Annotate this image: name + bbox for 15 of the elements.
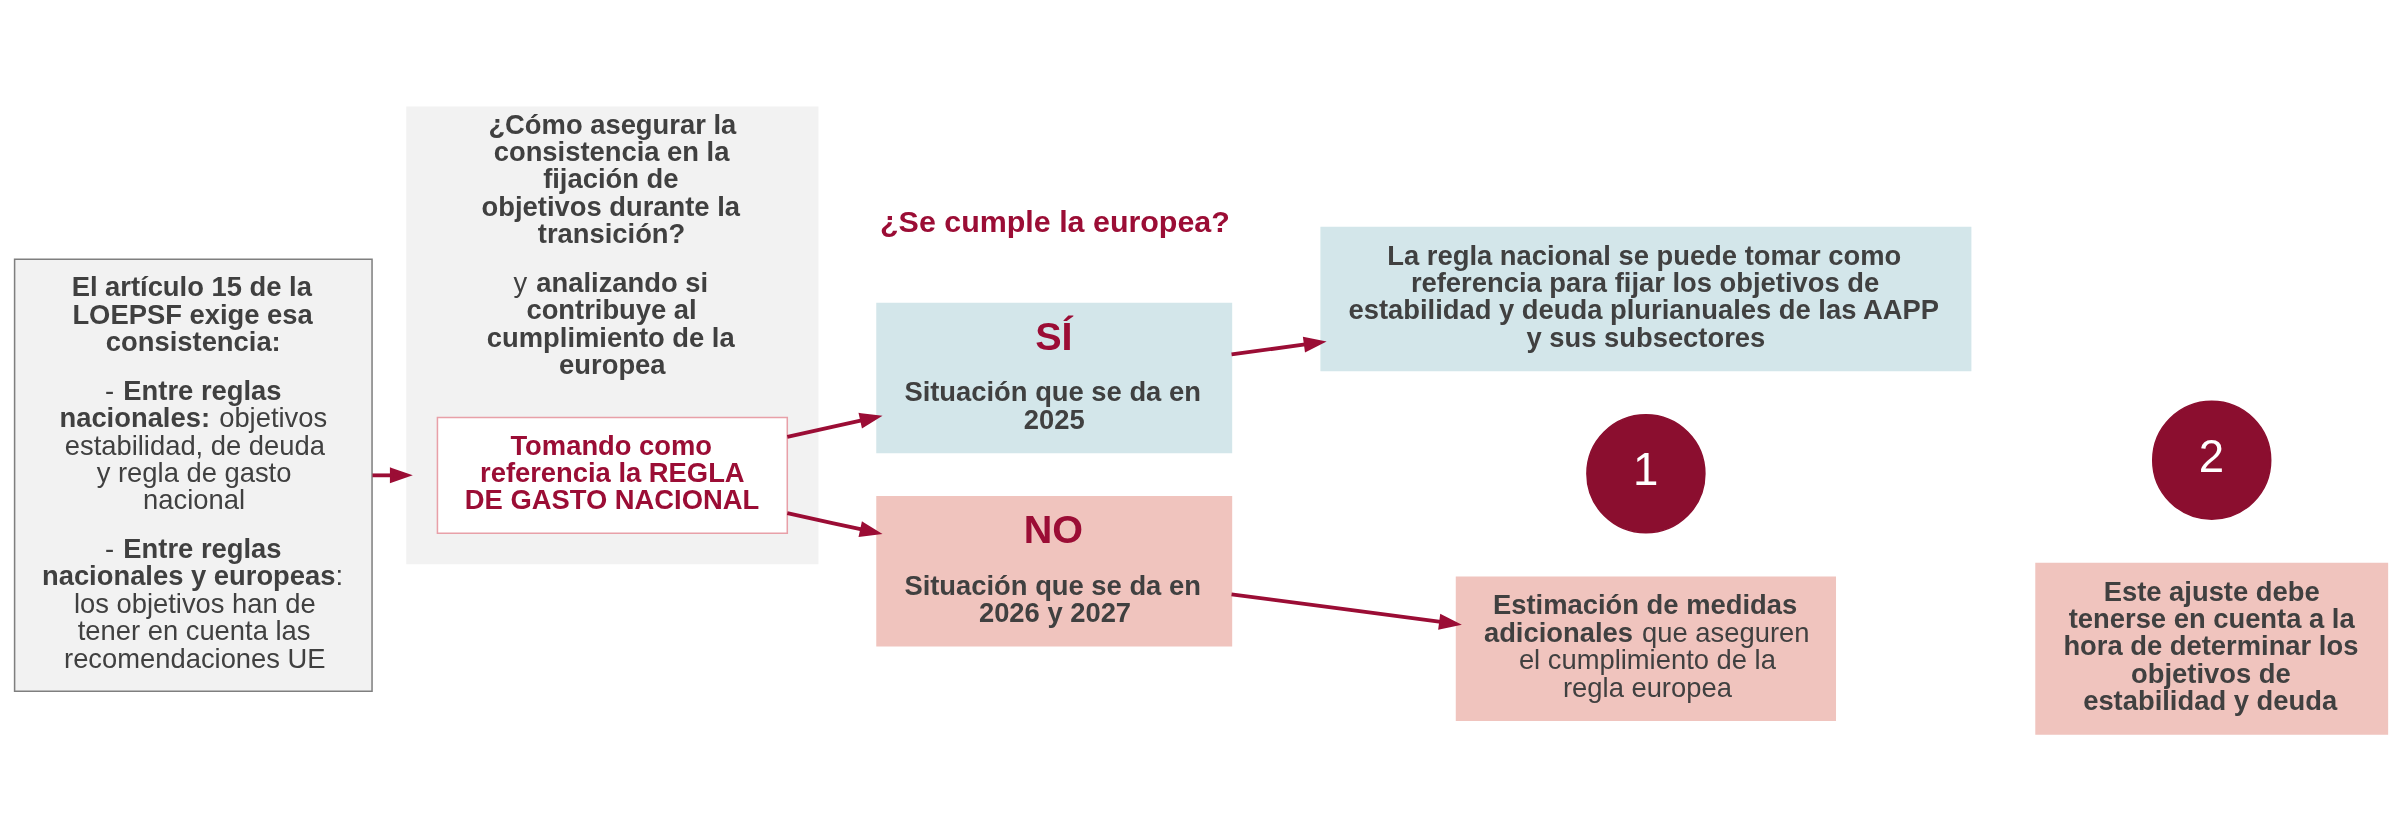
node-circle: 1 xyxy=(1586,413,1706,534)
node-box: La regla nacional se puede tomar como referencia para fijar los objetivos de estabilidad y deuda plurianuales de las AAPP y sus subsectores xyxy=(1320,226,1972,371)
arrow xyxy=(372,466,413,483)
label: ¿Se cumple la europea? xyxy=(880,203,1230,238)
arrow xyxy=(1231,336,1327,356)
node-box: Estimación de medidas adicionales que aseguren el cumplimiento de la regla europea xyxy=(1455,576,1837,721)
node-box: SÍ Situación que se da en 2025 xyxy=(876,302,1233,453)
node-box: Tomando como referencia la REGLA DE GASTO NACIONAL xyxy=(436,416,789,534)
node-circle: 2 xyxy=(2151,399,2272,520)
node-box: El artículo 15 de la LOEPSF exige esa consistencia: - Entre reglas nacionales: objetivos estabilidad, de deuda y regla de gasto nacional - Entre reglas nacionales y europeas: los objetivos han de tener en cuenta las recomendaciones UE xyxy=(13,258,373,692)
node-box: Este ajuste debe tenerse en cuenta a la hora de determinar los objetivos de estabilidad y deuda xyxy=(2035,562,2389,735)
arrow xyxy=(786,510,883,537)
arrow xyxy=(1231,591,1462,630)
arrow xyxy=(786,412,883,439)
node-box: NO Situación que se da en 2026 y 2027 xyxy=(876,495,1233,646)
